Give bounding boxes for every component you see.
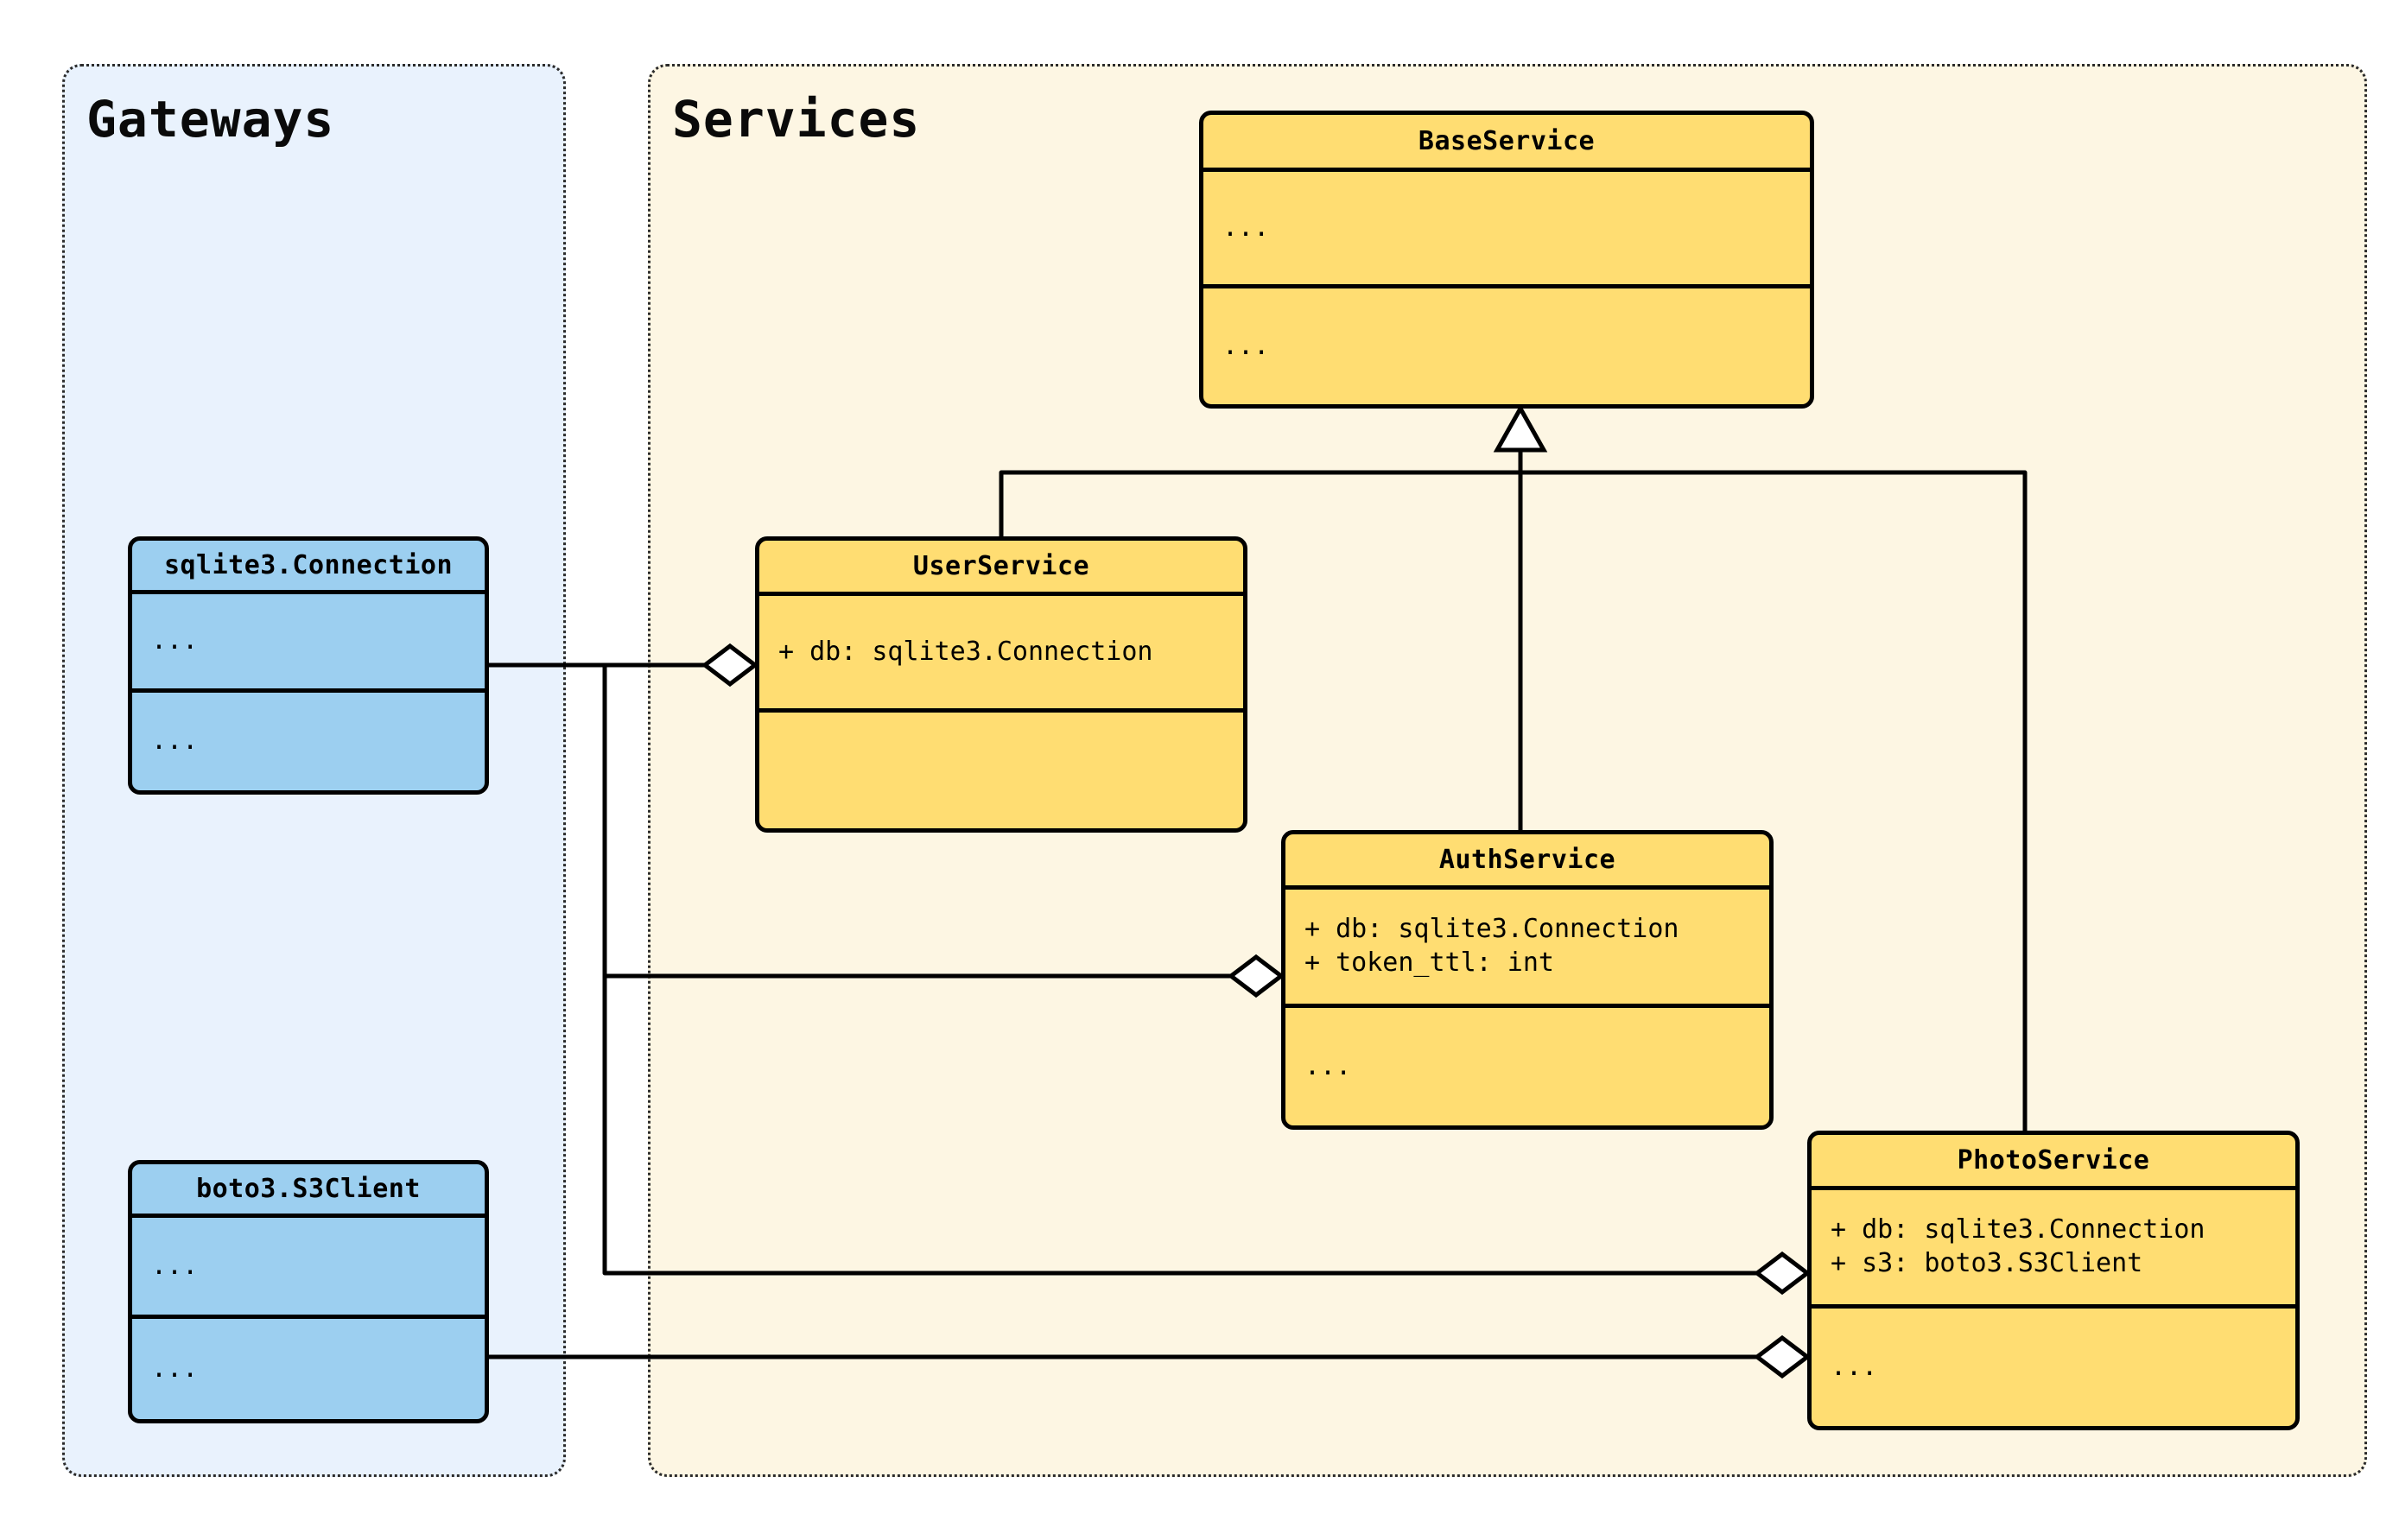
- class-attributes-sqlite3-connection: ...: [132, 594, 485, 693]
- class-name-sqlite3-connection: sqlite3.Connection: [132, 541, 485, 594]
- class-box-baseservice[interactable]: BaseService ... ...: [1199, 111, 1814, 409]
- attribute-line: + db: sqlite3.Connection: [1831, 1214, 2205, 1245]
- class-name-userservice: UserService: [759, 541, 1243, 596]
- method-line: ...: [151, 1353, 199, 1384]
- class-methods-authservice: ...: [1285, 1008, 1769, 1126]
- attribute-line: + db: sqlite3.Connection: [778, 636, 1153, 667]
- class-methods-boto3-s3client: ...: [132, 1319, 485, 1420]
- class-attributes-boto3-s3client: ...: [132, 1218, 485, 1319]
- method-line: ...: [151, 726, 199, 757]
- attribute-line: + s3: boto3.S3Client: [1831, 1247, 2143, 1278]
- class-attributes-photoservice: + db: sqlite3.Connection + s3: boto3.S3C…: [1812, 1190, 2295, 1309]
- attribute-line: ...: [151, 1250, 199, 1281]
- package-services-title: Services: [672, 90, 921, 149]
- class-name-boto3-s3client: boto3.S3Client: [132, 1164, 485, 1218]
- attribute-line: + db: sqlite3.Connection: [1304, 914, 1679, 945]
- class-box-userservice[interactable]: UserService + db: sqlite3.Connection: [755, 536, 1247, 833]
- class-attributes-authservice: + db: sqlite3.Connection + token_ttl: in…: [1285, 890, 1769, 1008]
- attribute-line: ...: [1222, 212, 1270, 243]
- class-methods-userservice: [759, 713, 1243, 829]
- class-box-sqlite3-connection[interactable]: sqlite3.Connection ... ...: [128, 536, 489, 795]
- method-line: ...: [1831, 1351, 1878, 1382]
- attribute-line: ...: [151, 625, 199, 656]
- method-line: ...: [1304, 1050, 1352, 1081]
- class-attributes-baseservice: ...: [1203, 172, 1810, 288]
- class-methods-photoservice: ...: [1812, 1309, 2295, 1427]
- class-attributes-userservice: + db: sqlite3.Connection: [759, 596, 1243, 713]
- method-line: ...: [1222, 330, 1270, 361]
- class-box-boto3-s3client[interactable]: boto3.S3Client ... ...: [128, 1160, 489, 1423]
- attribute-line: + token_ttl: int: [1304, 947, 1554, 978]
- class-name-authservice: AuthService: [1285, 834, 1769, 890]
- class-methods-baseservice: ...: [1203, 288, 1810, 405]
- class-box-photoservice[interactable]: PhotoService + db: sqlite3.Connection + …: [1807, 1131, 2300, 1430]
- package-gateways-title: Gateways: [86, 90, 335, 149]
- class-name-baseservice: BaseService: [1203, 115, 1810, 172]
- class-box-authservice[interactable]: AuthService + db: sqlite3.Connection + t…: [1281, 830, 1774, 1130]
- class-methods-sqlite3-connection: ...: [132, 693, 485, 791]
- class-name-photoservice: PhotoService: [1812, 1135, 2295, 1190]
